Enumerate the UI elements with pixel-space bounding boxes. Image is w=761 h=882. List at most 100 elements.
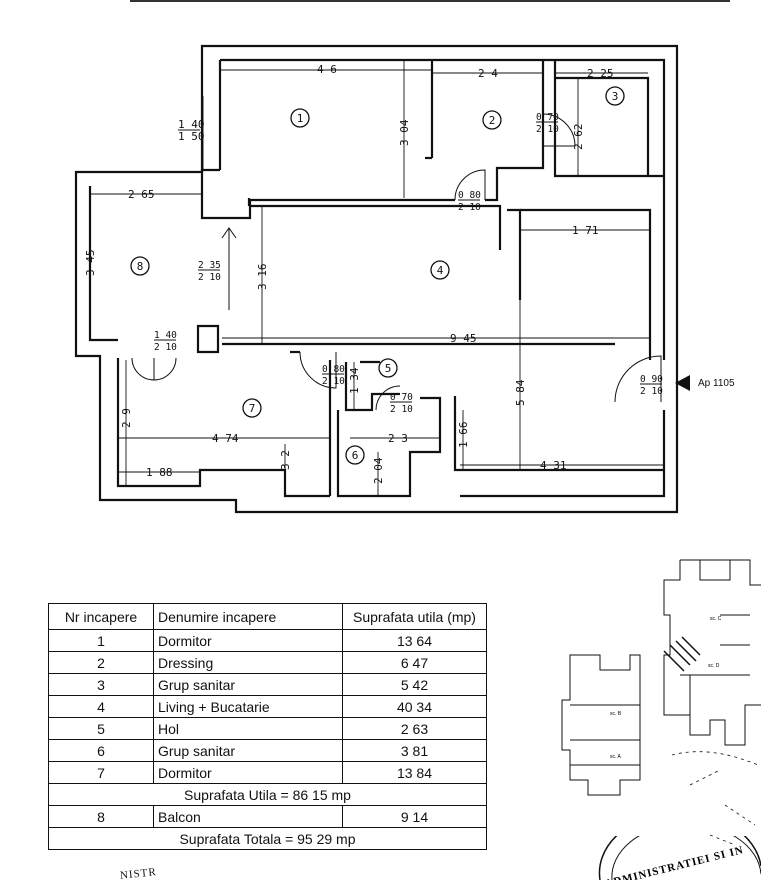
- room-number-cell: 5: [48, 717, 154, 740]
- door-width-label: 2 35: [198, 260, 221, 271]
- door-height-label: 2 10: [536, 124, 559, 135]
- apartment-label: Ap 1105: [698, 378, 735, 389]
- dim-label: 2 25: [587, 67, 614, 80]
- dim-label: 4 6: [317, 63, 337, 76]
- room-areas-table: Nr incapere Denumire incapere Suprafata …: [48, 603, 487, 850]
- dim-label: 2 3: [388, 432, 408, 445]
- table-row: 2 Dressing 6 47: [48, 651, 487, 674]
- table-header-row: Nr incapere Denumire incapere Suprafata …: [48, 603, 487, 630]
- room-marker-4: 4: [430, 260, 450, 280]
- room-name-cell: Grup sanitar: [153, 739, 343, 762]
- table-row: 7 Dormitor 13 84: [48, 761, 487, 784]
- door-height-label: 2 10: [198, 272, 221, 283]
- top-border-line: [130, 0, 730, 2]
- room-name-cell: Dormitor: [153, 761, 343, 784]
- dim-label: 2 4: [478, 67, 498, 80]
- room-area-cell: 9 14: [342, 805, 487, 828]
- door-height-label: 2 10: [458, 202, 481, 213]
- door-height-label: 2 10: [640, 386, 663, 397]
- svg-text:5: 5: [385, 362, 392, 375]
- svg-text:6: 6: [352, 449, 359, 462]
- room-number-cell: 6: [48, 739, 154, 762]
- room-area-cell: 3 81: [342, 739, 487, 762]
- stamp-text: ADMINISTRATIEI SI IN: [604, 844, 745, 880]
- section-label: sc. D: [708, 663, 720, 669]
- door-width-label: 0 90: [640, 374, 663, 385]
- building-key-plan: sc. C sc. D sc. B sc. A: [561, 559, 761, 846]
- dim-label: 1 66: [457, 422, 470, 449]
- door-width-label: 0 80: [458, 190, 481, 201]
- dim-label: 1 71: [572, 224, 599, 237]
- room-name-cell: Living + Bucatarie: [153, 695, 343, 718]
- door-height-label: 2 10: [154, 342, 177, 353]
- room-marker-3: 3: [605, 86, 625, 106]
- dim-label: 2 9: [120, 408, 133, 428]
- dim-label: 1 40: [178, 118, 205, 131]
- dim-label: 1 88: [146, 466, 173, 479]
- door-labels: 0 70 2 10 0 80 2 10 2 35 2 10 1 40 2 1 0 …: [154, 112, 663, 415]
- room-marker-7: 7: [242, 398, 262, 418]
- svg-text:7: 7: [249, 402, 256, 415]
- door-height-label: 2 10: [322, 376, 345, 387]
- dim-label: 2 04: [372, 457, 385, 484]
- table-header: Denumire incapere: [153, 603, 343, 630]
- dim-label: 9 45: [450, 332, 477, 345]
- room-area-cell: 13 64: [342, 629, 487, 652]
- room-name-cell: Dressing: [153, 651, 343, 674]
- svg-text:2: 2: [489, 114, 496, 127]
- dimension-labels: 4 6 2 4 2 25 1 40 1 50 3 04 2 62 2 65 3 …: [84, 63, 614, 484]
- floor-plan: 4 6 2 4 2 25 1 40 1 50 3 04 2 62 2 65 3 …: [74, 44, 735, 514]
- subtotal-row: Suprafata Utila = 86 15 mp: [48, 783, 487, 806]
- room-number-cell: 2: [48, 651, 154, 674]
- room-name-cell: Balcon: [153, 805, 343, 828]
- room-number-cell: 7: [48, 761, 154, 784]
- dim-label: 3 45: [84, 250, 97, 277]
- room-marker-5: 5: [378, 358, 398, 378]
- room-number-cell: 8: [48, 805, 154, 828]
- room-name-cell: Hol: [153, 717, 343, 740]
- room-area-cell: 2 63: [342, 717, 487, 740]
- dim-label: 3 2: [279, 450, 292, 470]
- room-name-cell: Dormitor: [153, 629, 343, 652]
- room-area-cell: 13 84: [342, 761, 487, 784]
- room-area-cell: 5 42: [342, 673, 487, 696]
- interior-walls: [196, 60, 664, 498]
- svg-text:3: 3: [612, 90, 619, 103]
- entrance-arrow-icon: [675, 375, 690, 391]
- dim-label: 1 34: [348, 367, 361, 394]
- table-row: 4 Living + Bucatarie 40 34: [48, 695, 487, 718]
- section-label: sc. C: [710, 616, 722, 622]
- room-area-cell: 6 47: [342, 651, 487, 674]
- room-number-cell: 3: [48, 673, 154, 696]
- svg-text:1: 1: [297, 112, 304, 125]
- dim-label: 2 65: [128, 188, 155, 201]
- svg-text:4: 4: [437, 264, 444, 277]
- room-number-cell: 1: [48, 629, 154, 652]
- door-width-label: 0 70: [390, 392, 413, 403]
- room-marker-6: 6: [345, 445, 365, 465]
- dim-label: 2 62: [572, 124, 585, 151]
- room-marker-8: 8: [130, 256, 150, 276]
- room-area-cell: 40 34: [342, 695, 487, 718]
- svg-text:8: 8: [137, 260, 144, 273]
- door-width-label: 0 70: [536, 112, 559, 123]
- door-height-label: 2 10: [390, 404, 413, 415]
- dim-label: 4 31: [540, 459, 567, 472]
- table-row: 5 Hol 2 63: [48, 717, 487, 740]
- table-row: 6 Grup sanitar 3 81: [48, 739, 487, 762]
- dim-label: 1 50: [178, 130, 205, 143]
- useful-area-total: Suprafata Utila = 86 15 mp: [48, 783, 487, 806]
- table-row: 3 Grup sanitar 5 42: [48, 673, 487, 696]
- dim-label: 4 74: [212, 432, 239, 445]
- door-swings: [131, 113, 662, 411]
- table-row: 1 Dormitor 13 64: [48, 629, 487, 652]
- section-label: sc. A: [610, 754, 622, 760]
- room-numbers: 1 2 3 4 5 6 7 8: [130, 86, 625, 465]
- room-name-cell: Grup sanitar: [153, 673, 343, 696]
- entrance-marker: Ap 1105: [675, 375, 735, 391]
- dim-label: 3 16: [256, 264, 269, 291]
- dim-label: 3 04: [398, 119, 411, 146]
- room-number-cell: 4: [48, 695, 154, 718]
- dimension-lines: [89, 60, 664, 496]
- room-marker-1: 1: [290, 108, 310, 128]
